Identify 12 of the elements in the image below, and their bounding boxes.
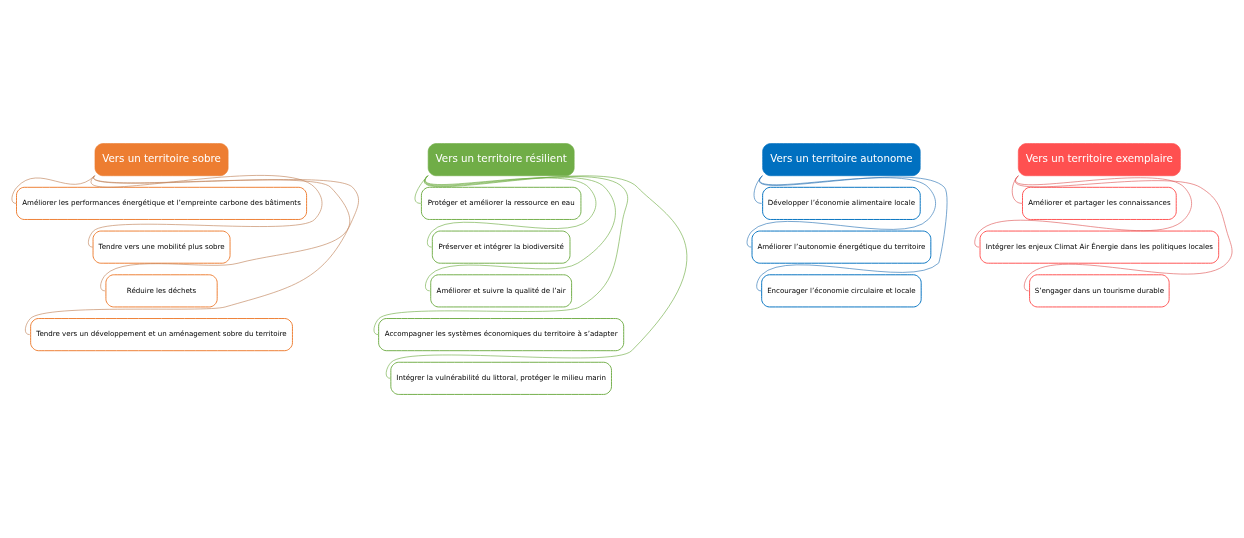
node-box: Vers un territoire résilient	[427, 143, 575, 177]
node-box: Vers un territoire autonome	[762, 143, 921, 177]
connector	[25, 175, 359, 335]
connector	[424, 175, 597, 248]
connector	[94, 175, 350, 292]
connector	[746, 175, 936, 248]
connector	[11, 175, 95, 204]
connector	[424, 175, 616, 292]
node-box: Vers un territoire sobre	[94, 143, 229, 177]
connector	[373, 175, 628, 335]
node-box: Vers un territoire exemplaire	[1018, 143, 1181, 177]
connector	[974, 175, 1192, 248]
